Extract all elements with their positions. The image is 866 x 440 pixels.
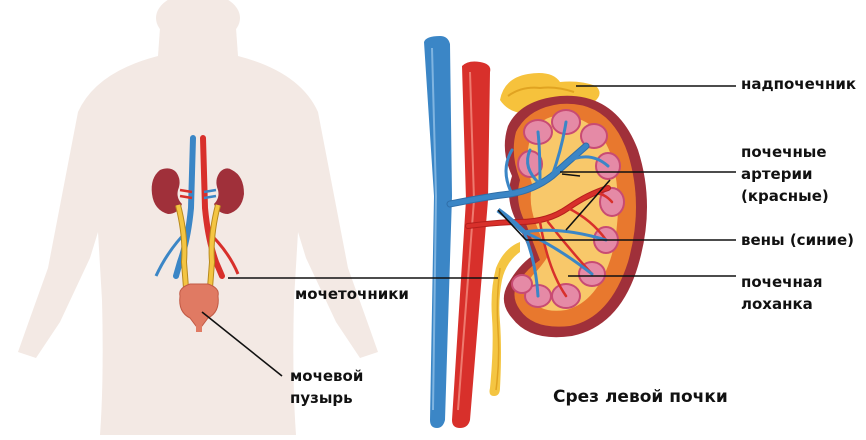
- label-arteries-line1: почечные: [741, 142, 827, 162]
- label-bladder-line2: пузырь: [290, 388, 353, 408]
- label-pelvis-line1: почечная: [741, 272, 823, 292]
- label-bladder-line1: мочевой: [290, 366, 363, 386]
- label-adrenal: надпочечник: [741, 74, 856, 94]
- kidney-cross-section: [424, 36, 647, 428]
- label-arteries-line2: артерии: [741, 164, 812, 184]
- label-pelvis-line2: лоханка: [741, 294, 813, 314]
- label-arteries-line3: (красные): [741, 186, 829, 206]
- caption-left-kidney-section: Срез левой почки: [553, 387, 728, 407]
- label-ureters: мочеточники: [295, 284, 409, 304]
- label-veins: вены (синие): [741, 230, 854, 250]
